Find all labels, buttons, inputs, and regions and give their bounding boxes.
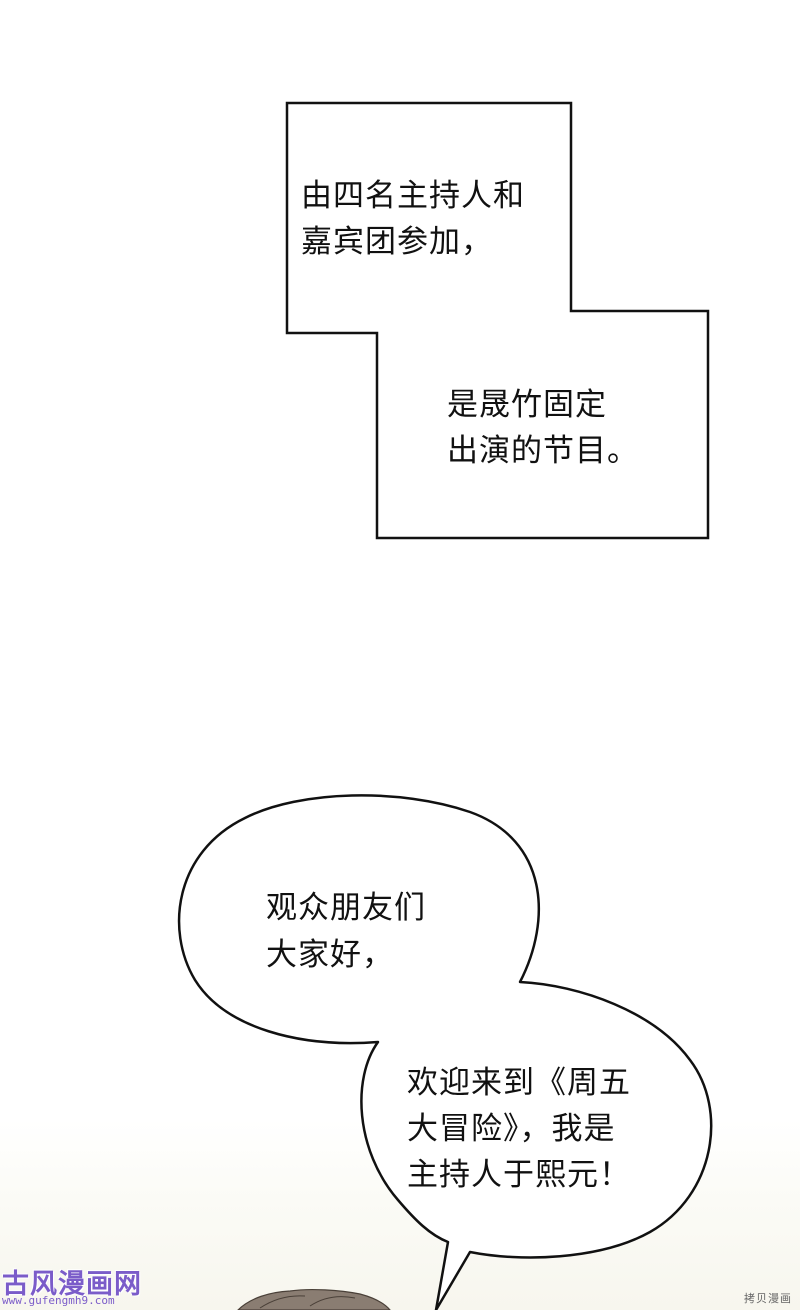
watermark-right-label: 拷贝漫画 [744, 1292, 792, 1305]
bubble-line-5: 主持人于熙元！ [407, 1157, 631, 1193]
character-hair [237, 1288, 391, 1310]
caption-line-3: 是晟竹固定 [447, 387, 607, 423]
watermark-logo: 古风漫画网 [2, 1269, 142, 1300]
bubble-line-3: 欢迎来到《周五 [407, 1065, 631, 1101]
bubble-line-1: 观众朋友们 [266, 890, 426, 926]
caption-line-2: 嘉宾团参加， [301, 224, 493, 260]
caption-line-4: 出演的节目。 [447, 433, 639, 469]
bubble-line-2: 大家好， [266, 937, 394, 973]
watermark-url[interactable]: www.gufengmh9.com [2, 1294, 115, 1307]
caption-line-1: 由四名主持人和 [301, 178, 525, 214]
caption-box-outline [285, 101, 710, 540]
speech-bubble-outline [177, 794, 713, 1310]
bubble-line-4: 大冒险》，我是 [407, 1111, 616, 1147]
